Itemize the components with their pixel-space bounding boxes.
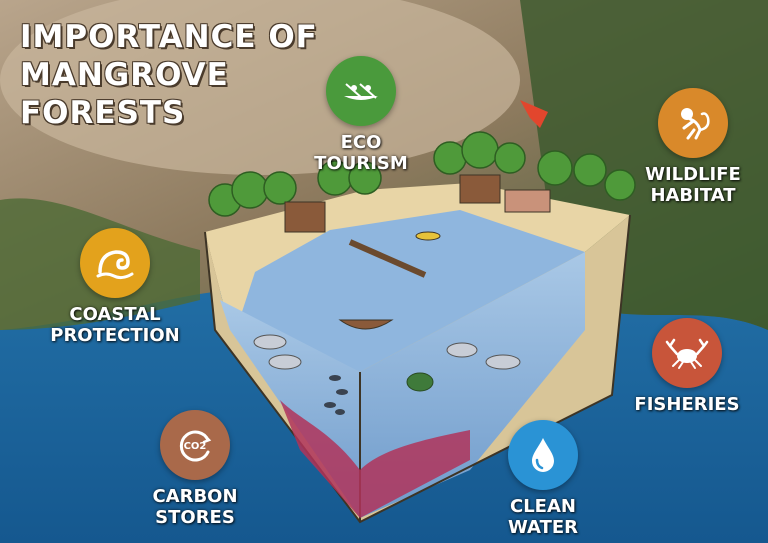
hut [504,189,551,213]
block-water-top [240,210,585,372]
fish-school [324,375,348,415]
manatee [253,334,287,350]
benefit-clean-water: CLEAN WATER [488,420,598,538]
benefit-carbon-stores: CO2 CARBON STORES [138,410,252,528]
benefit-label: FISHERIES [634,394,740,415]
manatee [485,354,521,370]
page-title: IMPORTANCE OF MANGROVE FORESTS [20,18,318,132]
benefit-label: COASTAL PROTECTION [50,304,180,346]
benefit-label: CLEAN WATER [507,496,578,538]
title-line-3: FORESTS [20,95,186,131]
benefit-eco-tourism: ECO TOURISM [306,56,416,174]
benefit-coastal-protection: COASTAL PROTECTION [42,228,188,346]
turtle [406,372,434,392]
co2-icon: CO2 [160,410,230,480]
coral-reef [280,400,470,518]
wave-icon [80,228,150,298]
benefit-wildlife-habitat: WILDLIFE HABITAT [628,88,758,206]
hut [284,201,326,233]
crab-icon [652,318,722,388]
boardwalk [348,239,427,278]
boat [338,319,394,330]
title-line-1: IMPORTANCE OF [20,19,318,55]
co2-icon-text: CO2 [184,441,207,452]
red-bird [520,100,548,128]
kayak-icon [326,56,396,126]
kayak [415,231,441,241]
hut [459,174,501,204]
water-drop-icon [508,420,578,490]
sand-patch [0,0,520,175]
mangrove-trees [208,131,636,217]
benefit-label: ECO TOURISM [314,132,408,174]
monkey-icon [658,88,728,158]
manatee [446,342,478,358]
benefit-label: CARBON STORES [152,486,238,528]
benefit-label: WILDLIFE HABITAT [645,164,741,206]
manatee [268,354,302,370]
title-line-2: MANGROVE [20,57,229,93]
benefit-fisheries: FISHERIES [630,318,744,415]
